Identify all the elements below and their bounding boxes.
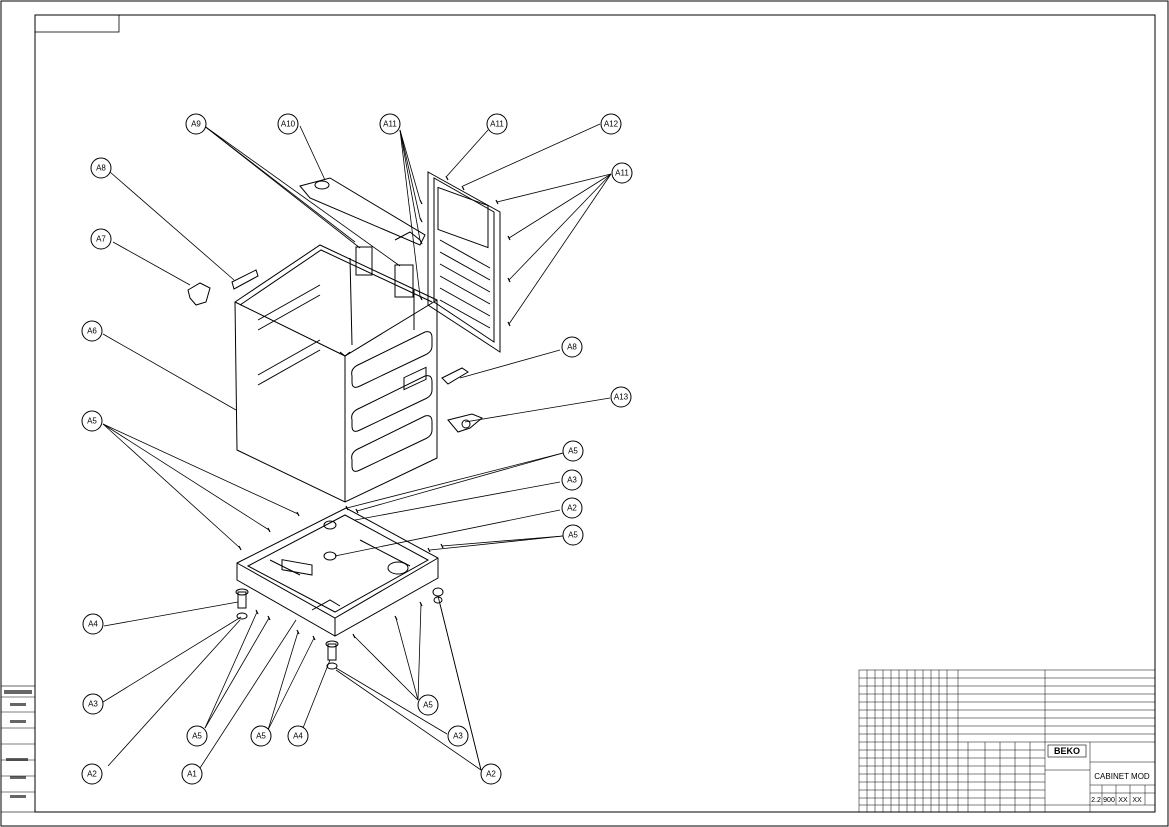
svg-text:A2: A2 [567,504,577,513]
cabinet-shell-drawing [234,244,438,503]
svg-text:A5: A5 [568,447,578,456]
svg-text:A3: A3 [88,700,98,709]
svg-text:A3: A3 [567,476,577,485]
svg-text:A2: A2 [486,770,496,779]
svg-text:A5: A5 [256,732,266,741]
svg-text:A5: A5 [192,732,202,741]
drawing-title: CABINET MOD [1094,772,1150,781]
svg-text:A2: A2 [87,770,97,779]
bracket-a13-drawing [447,413,483,433]
callout-a11[interactable]: A11 [611,162,633,184]
callout-a5[interactable]: A5 [186,725,208,747]
svg-text:A3: A3 [453,732,463,741]
exploded-assembly [102,123,612,771]
svg-text:A12: A12 [604,120,619,129]
svg-text:A5: A5 [87,417,97,426]
svg-text:A11: A11 [490,120,504,129]
callout-a3[interactable]: A3 [447,725,469,747]
callout-a10[interactable]: A10 [277,113,299,135]
drawing-code-3: XX [1118,797,1128,804]
callout-a5[interactable]: A5 [250,725,272,747]
callout-a8[interactable]: A8 [90,157,112,179]
drawing-code-1: 2.2 [1091,797,1101,804]
beko-logo: BEKO [1054,746,1080,756]
svg-text:A11: A11 [615,169,629,178]
callout-a2[interactable]: A2 [480,763,502,785]
drawing-code-2: 900 [1103,797,1115,804]
clip-a7-drawing [187,282,211,306]
clip-a8-drawing [231,269,469,385]
callout-a4[interactable]: A4 [82,613,104,635]
svg-text:A5: A5 [568,531,578,540]
beko-logo-box [1047,744,1087,758]
callout-a13[interactable]: A13 [610,386,632,408]
svg-text:A1: A1 [187,770,197,779]
base-tray-drawing [236,507,439,637]
callout-a11[interactable]: A11 [379,113,401,135]
revision-grid [858,669,1156,813]
callout-a1[interactable]: A1 [181,763,203,785]
svg-text:A11: A11 [383,120,397,129]
drawing-code-4: XX [1132,797,1142,804]
left-margin-strip [0,685,36,813]
callout-a2[interactable]: A2 [81,763,103,785]
callout-bubbles: A9 A10 A11 A11 A12 A11 A8 A7 A6 A8 A13 A… [81,113,633,785]
svg-text:A4: A4 [88,620,98,629]
callout-a2[interactable]: A2 [561,497,583,519]
back-panel-drawing [427,171,501,353]
callout-a7[interactable]: A7 [90,228,112,250]
svg-text:A8: A8 [567,343,577,352]
title-block: BEKO CABINET MOD 2.2 900 XX XX [1047,744,1150,804]
inner-frame [34,14,1156,813]
callout-a9[interactable]: A9 [185,113,207,135]
svg-text:A10: A10 [281,120,296,129]
svg-text:A6: A6 [87,327,97,336]
svg-text:A8: A8 [96,164,106,173]
callout-a5[interactable]: A5 [562,440,584,462]
callout-a11[interactable]: A11 [486,113,508,135]
svg-text:A13: A13 [614,393,629,402]
callout-a4[interactable]: A4 [287,725,309,747]
leader-lines [102,123,612,771]
screws-drawing [238,175,511,641]
callout-a5[interactable]: A5 [81,410,103,432]
svg-text:A5: A5 [423,701,433,710]
svg-text:A4: A4 [293,732,303,741]
callout-a8[interactable]: A8 [561,336,583,358]
callout-a3[interactable]: A3 [561,469,583,491]
feet-drawing [235,587,444,670]
top-left-tag-box [34,14,120,33]
top-bracket-drawing [299,177,426,246]
svg-text:A7: A7 [96,235,106,244]
callout-a6[interactable]: A6 [81,320,103,342]
svg-text:A9: A9 [191,120,201,129]
callout-a3[interactable]: A3 [82,693,104,715]
callout-a12[interactable]: A12 [600,113,622,135]
callout-a5[interactable]: A5 [417,694,439,716]
callout-a5[interactable]: A5 [562,524,584,546]
